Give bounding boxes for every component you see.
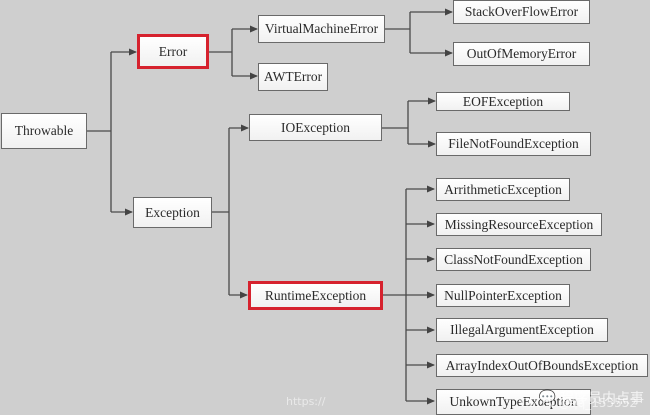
node-illegal-argument-exception[interactable]: IllegalArgumentException [436, 318, 608, 342]
node-exception[interactable]: Exception [133, 197, 212, 228]
edge-io-trunk [382, 101, 409, 144]
node-eof-exception[interactable]: EOFException [436, 92, 570, 111]
node-error[interactable]: Error [137, 34, 209, 69]
node-stack-overflow-error[interactable]: StackOverFlowError [453, 0, 590, 24]
node-awt-error[interactable]: AWTError [258, 63, 328, 91]
edge-error-trunk [209, 29, 233, 76]
wechat-icon: 💬 [538, 390, 556, 406]
node-out-of-memory-error[interactable]: OutOfMemoryError [453, 42, 590, 66]
node-virtual-machine-error[interactable]: VirtualMachineError [258, 15, 385, 43]
watermark-channel-name: 程序员内点事 [560, 391, 644, 407]
edge-exception-trunk [212, 128, 230, 295]
node-array-index-out-of-bounds-exception[interactable]: ArrayIndexOutOfBoundsException [436, 354, 648, 377]
node-io-exception[interactable]: IOException [249, 114, 382, 141]
node-file-not-found-exception[interactable]: FileNotFoundException [436, 132, 591, 156]
node-unknown-type-exception[interactable]: UnkownTypeException [436, 389, 591, 415]
edge-runtime-trunk [382, 189, 407, 401]
node-runtime-exception[interactable]: RuntimeException [248, 281, 383, 310]
watermark-csdn: CSDN @qq_155552 [520, 396, 638, 410]
edge-throwable-trunk [86, 52, 112, 212]
node-class-not-found-exception[interactable]: ClassNotFoundException [436, 248, 591, 271]
watermark-channel: 💬 程序员内点事 [539, 388, 644, 408]
node-arithmetic-exception[interactable]: ArrithmeticException [436, 178, 570, 201]
node-throwable[interactable]: Throwable [1, 113, 87, 149]
edge-vme-trunk [385, 12, 411, 53]
watermark-url: https:// [286, 395, 326, 408]
node-null-pointer-exception[interactable]: NullPointerException [436, 284, 570, 307]
node-missing-resource-exception[interactable]: MissingResourceException [436, 213, 602, 236]
